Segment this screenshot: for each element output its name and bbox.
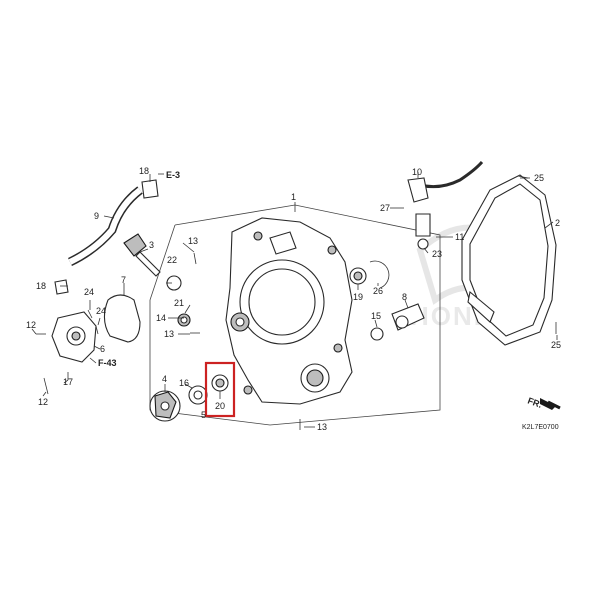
callout-1: 1: [291, 192, 296, 202]
highlight-box: [204, 361, 236, 418]
callout-4: 4: [162, 374, 167, 384]
cover-gasket-part: [461, 174, 557, 346]
callout-20: 20: [215, 401, 225, 411]
callout-3: 3: [149, 240, 154, 250]
bolt-24-b: [95, 325, 99, 335]
pump-body-part: [51, 311, 97, 363]
seal-part-15: [370, 327, 384, 341]
callout-23: 23: [432, 249, 442, 259]
reference-e3: E-3: [166, 170, 180, 180]
seal-part-20: [211, 374, 229, 392]
bolt-24-a: [87, 309, 93, 319]
callout-9: 9: [94, 211, 99, 221]
reference-front: FR.: [526, 395, 543, 409]
bolt-12-b: [43, 377, 49, 395]
callout-6: 6: [100, 344, 105, 354]
callout-24-b: 24: [96, 306, 106, 316]
callout-27: 27: [380, 203, 390, 213]
callout-18-b: 18: [36, 281, 46, 291]
clip-part: [54, 279, 69, 295]
seal-part-16: [188, 385, 208, 405]
shaft-part: [391, 303, 425, 331]
impeller-part: [149, 390, 181, 422]
front-arrow-icon: [540, 398, 561, 410]
callout-11: 11: [455, 232, 464, 242]
diagram-code: K2L7E0700: [522, 424, 559, 431]
callout-13-b: 13: [164, 329, 174, 339]
callout-19: 19: [353, 292, 363, 302]
callout-5: 5: [201, 410, 206, 420]
callout-25-b: 25: [551, 340, 561, 350]
callout-14: 14: [156, 313, 166, 323]
callout-13-a: 13: [188, 236, 198, 246]
callout-26: 26: [373, 286, 383, 296]
circlip-part-26: [369, 260, 390, 289]
callout-18-a: 18: [139, 166, 149, 176]
leader-lines: [31, 172, 558, 428]
oring-gasket-part: [103, 294, 141, 343]
callout-8: 8: [402, 292, 407, 302]
oring-part-21: [177, 313, 191, 327]
bearing-part-19: [349, 267, 367, 285]
callout-22: 22: [167, 255, 177, 265]
speed-sensor-part: [407, 160, 484, 250]
hose-part: [68, 179, 159, 267]
callout-12-a: 12: [26, 320, 36, 330]
callout-13-c: 13: [317, 422, 327, 432]
callout-10: 10: [412, 167, 422, 177]
callout-17: 17: [63, 377, 73, 387]
bolt-13-a: [193, 252, 197, 265]
callout-12-b: 12: [38, 397, 48, 407]
callout-24-a: 24: [84, 287, 94, 297]
callout-25-a: 25: [534, 173, 544, 183]
sensor-part: [123, 233, 161, 277]
reference-f43: F-43: [98, 358, 117, 368]
crankcase-cover-part: [225, 217, 353, 405]
callouts: 1 2 3 4 5 6 7 8 9 10 11 12 12 13 13 13 1…: [26, 166, 561, 432]
callout-16: 16: [179, 378, 189, 388]
callout-21: 21: [174, 298, 184, 308]
callout-15: 15: [371, 311, 381, 321]
callout-7: 7: [121, 275, 126, 285]
callout-2: 2: [555, 218, 560, 228]
